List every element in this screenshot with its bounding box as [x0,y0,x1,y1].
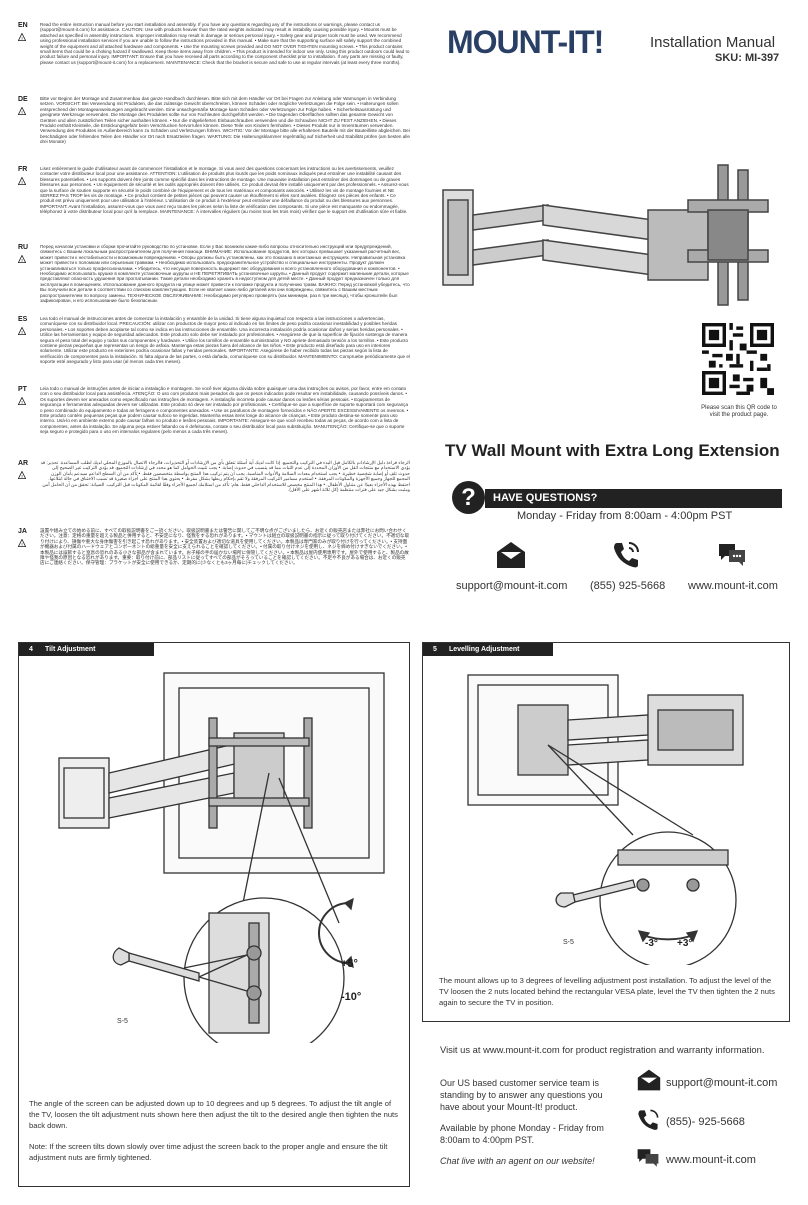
step-5-description: The mount allows up to 3 degrees of leve… [439,976,775,1007]
warning-icon: ! [18,327,26,335]
warning-icon: ! [18,539,26,547]
warning-icon: ! [18,471,26,479]
lang-block-es: ES ! Lea todo el manual de instrucciones… [18,316,410,378]
lang-text: Leia todo o manual de instruções antes d… [40,386,409,435]
lang-code: DE [18,96,28,103]
lang-text: Lea todo el manual de instrucciones ante… [40,316,410,365]
email-icon [497,542,525,568]
chat-icon [637,1149,659,1167]
svg-text:!: ! [21,542,22,547]
qr-caption: Please scan this QR code to visit the pr… [701,405,777,418]
lang-block-de: DE ! Bitte vor Beginn der Montage und Zu… [18,96,410,162]
level-plus-label: +3° [677,938,693,949]
step-number: 5 [433,646,437,653]
step-4-panel: 4 Tilt Adjustment [18,642,410,1187]
svg-text:!: ! [21,36,22,41]
warning-icon: ! [18,397,26,405]
email-icon [637,1069,661,1091]
questions-heading: HAVE QUESTIONS? [485,489,782,508]
lang-block-en: EN ! Read the entire instruction manual … [18,22,410,90]
tool-label: S-5 [563,939,574,946]
tilt-minus-label: -10° [341,991,362,1003]
lang-block-ar: AR ! الرجاء قراءة دليل الإرشادات بالكامل… [18,460,410,518]
lang-text: Lisez entièrement le guide d’utilisateur… [40,166,409,215]
sku-label: SKU: MI-397 [715,52,780,64]
step-4-description: The angle of the screen can be adjusted … [29,1099,398,1130]
product-title: TV Wall Mount with Extra Long Extension [445,441,780,460]
support-hours: Monday - Friday from 8:00am - 4:00pm PST [517,510,733,522]
lang-code: JA [18,528,27,535]
warning-icon: ! [18,107,26,115]
contact-website[interactable]: www.mount-it.com [688,580,778,592]
lang-code: AR [18,460,29,467]
lang-text: Bitte vor Beginn der Montage und Zusamme… [40,96,410,145]
tilt-plus-label: +5° [341,958,358,970]
step-title: Levelling Adjustment [448,646,520,653]
lang-code: EN [18,22,28,29]
step-5-panel: 5 Levelling Adjustment -3° +3° S-5 The m… [422,642,790,1022]
lang-text: 設置や組み立ての始める前に、すべての取扱説明書をご一読ください。取扱説明書または… [40,528,410,566]
levelling-diagram [467,674,744,965]
lang-text: Перед началом установки и сборки прочита… [40,244,410,304]
contact-email[interactable]: support@mount-it.com [456,580,568,592]
service-text: Our US based customer service team is st… [440,1078,603,1112]
svg-text:!: ! [21,474,22,479]
doc-title: Installation Manual [650,34,776,51]
lang-code: RU [18,244,29,251]
contact-phone[interactable]: (855) 925-5668 [590,580,666,592]
step-4-header: 4 Tilt Adjustment [19,643,154,656]
step-title: Tilt Adjustment [44,646,96,653]
qr-code [702,323,774,395]
brand-logo: MOUNT-IT! [447,24,604,60]
svg-text:!: ! [21,258,22,263]
chat-icon [719,544,745,566]
svg-text:!: ! [21,180,22,185]
chat-text: Chat live with an agent on our website! [440,1156,595,1166]
lang-code: PT [18,386,27,393]
step-5-header: 5 Levelling Adjustment [423,643,553,656]
lang-text: الرجاء قراءة دليل الإرشادات بالكامل قبل … [40,460,410,493]
phone-icon [638,1109,659,1130]
lang-block-ru: RU ! Перед началом установки и сборки пр… [18,244,410,312]
svg-text:!: ! [21,330,22,335]
lang-block-ja: JA ! 設置や組み立ての始める前に、すべての取扱説明書をご一読ください。取扱説… [18,528,410,594]
svg-text:!: ! [21,400,22,405]
lang-code: FR [18,166,28,173]
warning-icon: ! [18,177,26,185]
phone-icon [614,542,639,568]
footer-email[interactable]: support@mount-it.com [666,1077,778,1089]
svg-text:!: ! [21,110,22,115]
step-number: 4 [29,646,33,653]
footer-website[interactable]: www.mount-it.com [666,1154,756,1166]
question-icon: ? [452,481,485,514]
lang-block-fr: FR ! Lisez entièrement le guide d’utilis… [18,166,410,236]
visit-text: Visit us at www.mount-it.com for product… [440,1044,765,1055]
step-4-note: Note: If the screen tilts down slowly ov… [29,1142,388,1162]
warning-icon: ! [18,33,26,41]
lang-code: ES [18,316,28,323]
lang-block-pt: PT ! Leia todo o manual de instruções an… [18,386,410,452]
level-minus-label: -3° [645,938,658,949]
tilt-diagram [58,672,385,1043]
footer-phone[interactable]: (855)- 925-5668 [666,1116,745,1128]
product-image [442,164,769,306]
warning-icon: ! [18,255,26,263]
tool-label: S-5 [117,1018,128,1025]
lang-text: Read the entire instruction manual befor… [40,22,410,65]
phone-hours-text: Available by phone Monday - Friday from … [440,1123,604,1145]
